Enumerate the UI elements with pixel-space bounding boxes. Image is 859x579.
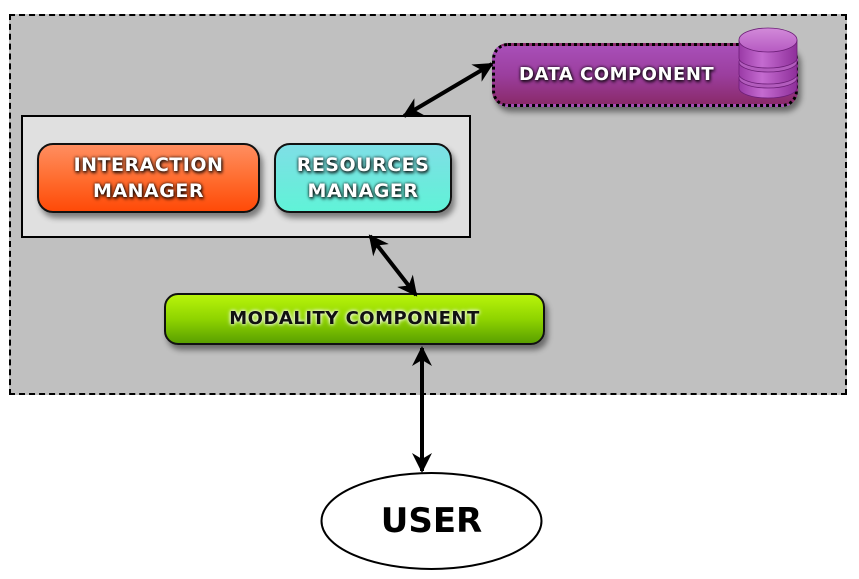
interaction-manager[interactable]: INTERACTION MANAGER [37,143,260,213]
interaction-manager-label-line1: INTERACTION [73,154,224,176]
database-icon [738,27,798,99]
interaction-manager-label-line2: MANAGER [93,180,204,202]
modality-component-label: MODALITY COMPONENT [229,308,480,329]
resources-manager-label-line2: MANAGER [307,180,419,202]
resources-manager[interactable]: RESOURCES MANAGER [274,143,452,213]
data-component-label: DATA COMPONENT [519,64,715,85]
user-node[interactable]: USER [320,471,543,571]
user-ellipse [320,472,543,570]
modality-component[interactable]: MODALITY COMPONENT [164,293,545,345]
user-label: USER [380,501,483,541]
resources-manager-label-line1: RESOURCES [296,154,430,176]
